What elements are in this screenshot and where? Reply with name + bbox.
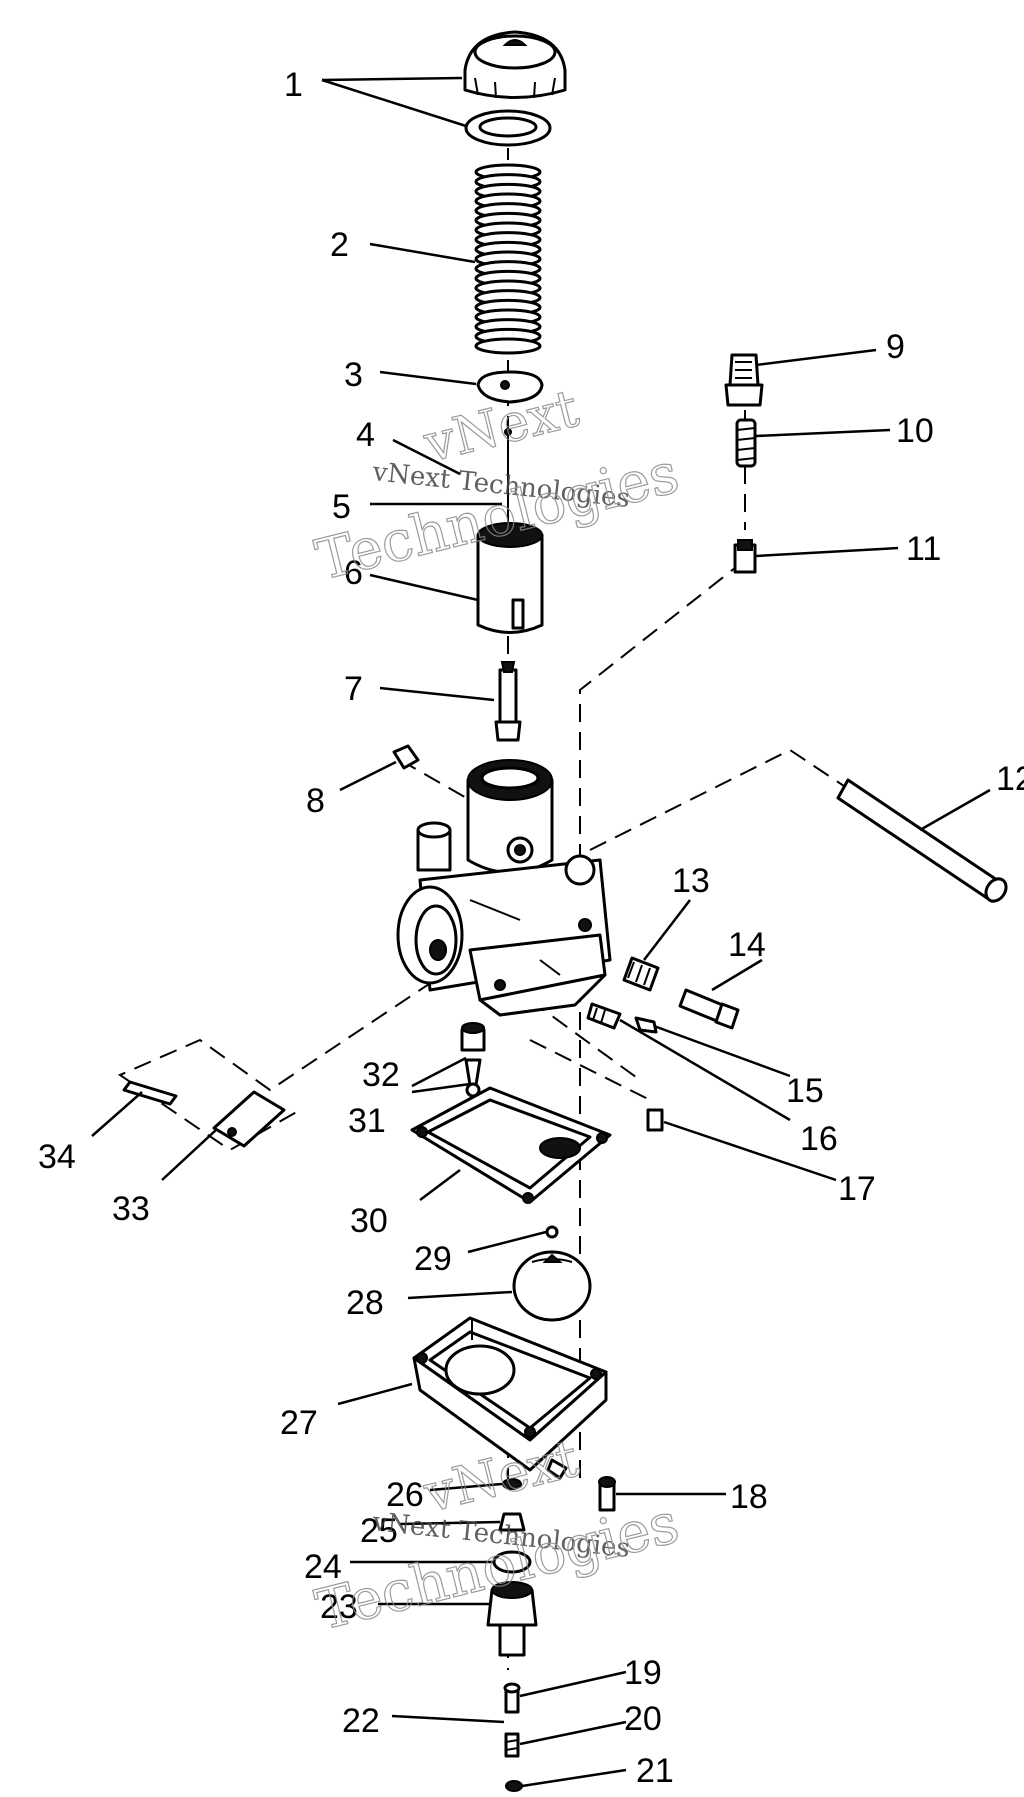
part-drain-screw <box>598 1476 616 1512</box>
part-jet-cap <box>505 1780 523 1792</box>
part-tube <box>836 778 1008 903</box>
callout-17: 17 <box>838 1170 876 1208</box>
part-needle-jet <box>494 661 522 742</box>
callout-5: 5 <box>332 488 351 526</box>
callout-14: 14 <box>728 926 766 964</box>
part-throttle-stop-spring <box>622 956 660 992</box>
part-main-jet <box>503 1682 521 1714</box>
callout-labels: 1 2 3 4 5 6 7 8 9 10 11 12 13 14 15 16 1… <box>38 66 1024 1790</box>
part-throttle-stop-screw <box>678 988 740 1030</box>
part-needle <box>504 428 512 540</box>
part-clip-plate <box>476 370 544 404</box>
part-jet-holder <box>486 1581 538 1657</box>
part-jet-spring <box>504 1732 520 1758</box>
callout-10: 10 <box>896 412 934 450</box>
part-carburetor-body <box>396 759 612 1017</box>
callout-30: 30 <box>350 1202 388 1240</box>
callout-12: 12 <box>996 760 1024 798</box>
part-gasket <box>410 1086 612 1204</box>
callout-33: 33 <box>112 1190 150 1228</box>
part-throttle-slide <box>476 522 544 634</box>
callout-25: 25 <box>360 1512 398 1550</box>
part-air-screw <box>724 353 764 407</box>
callout-7: 7 <box>344 670 363 708</box>
callout-2: 2 <box>330 226 349 264</box>
callout-3: 3 <box>344 356 363 394</box>
part-ball <box>545 1225 559 1239</box>
part-pin <box>392 744 420 770</box>
callout-28: 28 <box>346 1284 384 1322</box>
callout-34: 34 <box>38 1138 76 1176</box>
callout-11: 11 <box>906 530 941 568</box>
callout-26: 26 <box>386 1476 424 1514</box>
callout-19: 19 <box>624 1654 662 1692</box>
callout-9: 9 <box>886 328 905 366</box>
callout-23: 23 <box>320 1588 358 1626</box>
part-float-bowl <box>412 1316 608 1480</box>
leader-lines <box>91 76 991 1788</box>
callout-24: 24 <box>304 1548 342 1586</box>
callout-32: 32 <box>362 1056 400 1094</box>
spring-coil <box>474 337 542 355</box>
part-bowl-screw <box>646 1108 664 1132</box>
callout-22: 22 <box>342 1702 380 1740</box>
part-air-screw-washer <box>733 539 757 574</box>
part-spring <box>474 163 542 355</box>
part-air-screw-spring <box>735 418 757 468</box>
callout-8: 8 <box>306 782 325 820</box>
callout-16: 16 <box>800 1120 838 1158</box>
callout-21: 21 <box>636 1752 674 1790</box>
part-float-valve <box>460 1022 486 1098</box>
callout-31: 31 <box>348 1102 386 1140</box>
part-bracket <box>122 1080 286 1148</box>
callout-1: 1 <box>284 66 303 104</box>
part-jet-nut <box>498 1512 526 1532</box>
callout-4: 4 <box>356 416 375 454</box>
part-float <box>512 1250 592 1322</box>
callout-13: 13 <box>672 862 710 900</box>
callout-18: 18 <box>730 1478 768 1516</box>
callout-20: 20 <box>624 1700 662 1738</box>
part-washer <box>464 109 552 147</box>
part-cap <box>463 30 567 99</box>
callout-6: 6 <box>344 554 363 592</box>
part-pilot-screw <box>586 1002 658 1034</box>
callout-29: 29 <box>414 1240 452 1278</box>
callout-27: 27 <box>280 1404 318 1442</box>
part-jet-washer <box>502 1478 522 1490</box>
callout-15: 15 <box>786 1072 824 1110</box>
